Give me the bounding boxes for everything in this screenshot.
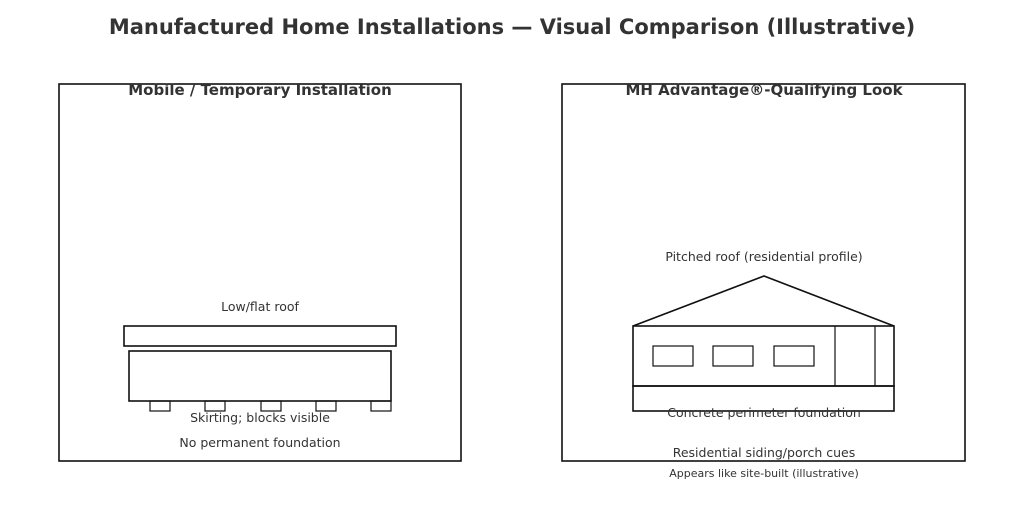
left-panel-title: Mobile / Temporary Installation	[128, 81, 392, 99]
main-title: Manufactured Home Installations — Visual…	[109, 15, 915, 39]
right-panel-title: MH Advantage®-Qualifying Look	[625, 81, 903, 99]
support-block	[149, 400, 171, 412]
support-block	[260, 400, 282, 412]
window	[773, 345, 815, 367]
left-panel-frame	[58, 83, 462, 462]
left-panel: Mobile / Temporary Installation Low/flat…	[58, 81, 462, 462]
support-block	[370, 400, 392, 412]
foundation-label: No permanent foundation	[179, 435, 340, 450]
window	[652, 345, 694, 367]
skirting-label: Skirting; blocks visible	[190, 410, 330, 425]
illustrative-note: Appears like site-built (illustrative)	[669, 467, 859, 480]
support-block	[315, 400, 337, 412]
roof-label: Pitched roof (residential profile)	[665, 249, 862, 264]
pitched-roof	[632, 275, 895, 327]
perimeter-foundation	[632, 385, 895, 412]
support-block	[204, 400, 226, 412]
home-body	[632, 325, 895, 387]
home-body	[128, 350, 392, 402]
roof-label: Low/flat roof	[221, 299, 299, 314]
right-panel: MH Advantage®-Qualifying Look Pitched ro…	[561, 81, 966, 480]
foundation-label: Concrete perimeter foundation	[667, 405, 861, 420]
flat-roof	[123, 325, 397, 347]
siding-label: Residential siding/porch cues	[673, 445, 856, 460]
right-panel-frame	[561, 83, 966, 462]
window	[712, 345, 754, 367]
